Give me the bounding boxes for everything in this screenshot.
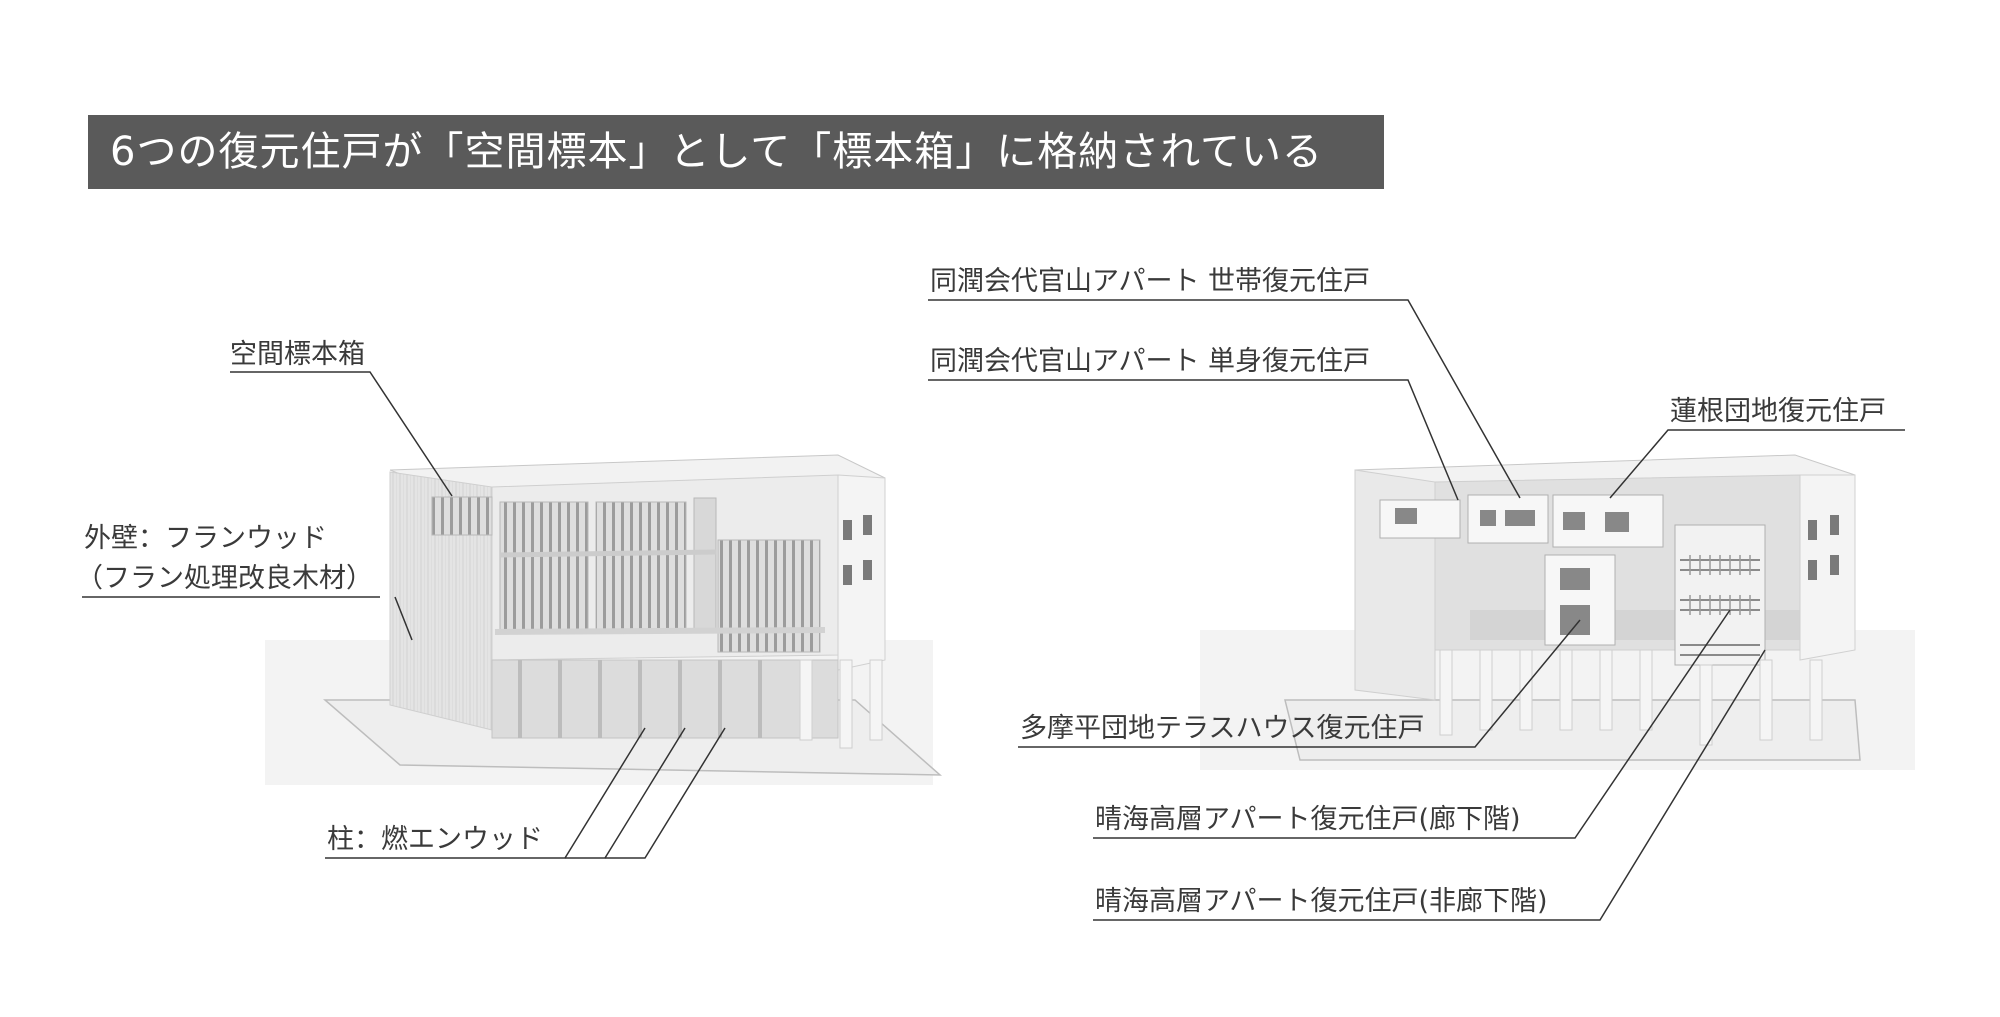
leader-harumi-corridor xyxy=(1093,609,1731,839)
right-leader-lines xyxy=(928,299,1905,921)
specimen-box-panel xyxy=(499,501,589,631)
specimen-box-panel xyxy=(717,539,821,653)
leader-doujunkai-single xyxy=(928,379,1459,501)
leader-doujunkai-family xyxy=(928,299,1521,499)
left-leader-lines xyxy=(82,371,726,859)
doujunkai-family-unit xyxy=(1467,494,1549,544)
leader-harumi-non-corridor xyxy=(1093,649,1766,921)
label-specimen-box: 空間標本箱 xyxy=(230,339,365,370)
label-hasune: 蓮根団地復元住戸 xyxy=(1670,396,1886,427)
label-harumi-corridor: 晴海高層アパート復元住戸(廊下階) xyxy=(1095,804,1521,835)
leader-exterior-wall xyxy=(394,596,413,641)
label-doujunkai-single: 同潤会代官山アパート 単身復元住戸 xyxy=(930,346,1371,377)
left-building-model xyxy=(265,454,943,785)
harumi-units xyxy=(1674,524,1766,666)
leader-specimen-box xyxy=(230,371,453,497)
page-title: 6つの復元住戸が「空間標本」として「標本箱」に格納されている xyxy=(110,129,1324,175)
label-doujunkai-family: 同潤会代官山アパート 世帯復元住戸 xyxy=(930,266,1371,297)
leader-tamadaira xyxy=(1018,619,1581,748)
right-building-model xyxy=(1200,454,1915,770)
label-exterior-wall: 外壁：フランウッド xyxy=(84,523,327,554)
label-harumi-non-corridor: 晴海高層アパート復元住戸(非廊下階) xyxy=(1095,886,1548,917)
specimen-box-panel xyxy=(595,501,687,631)
left-ground-floor xyxy=(491,659,839,739)
leader-column-3 xyxy=(605,727,726,859)
label-column: 柱：燃エンウッド xyxy=(327,824,543,855)
label-tamadaira: 多摩平団地テラスハウス復元住戸 xyxy=(1020,713,1425,744)
label-exterior-wall-material: （フラン処理改良木材） xyxy=(76,563,373,594)
specimen-box-panel xyxy=(431,496,493,536)
tamadaira-unit xyxy=(1544,554,1616,646)
doujunkai-single-unit xyxy=(1379,499,1461,539)
hasune-unit xyxy=(1552,494,1664,548)
title-bar: 6つの復元住戸が「空間標本」として「標本箱」に格納されている xyxy=(88,115,1384,189)
leader-hasune xyxy=(1609,429,1905,499)
